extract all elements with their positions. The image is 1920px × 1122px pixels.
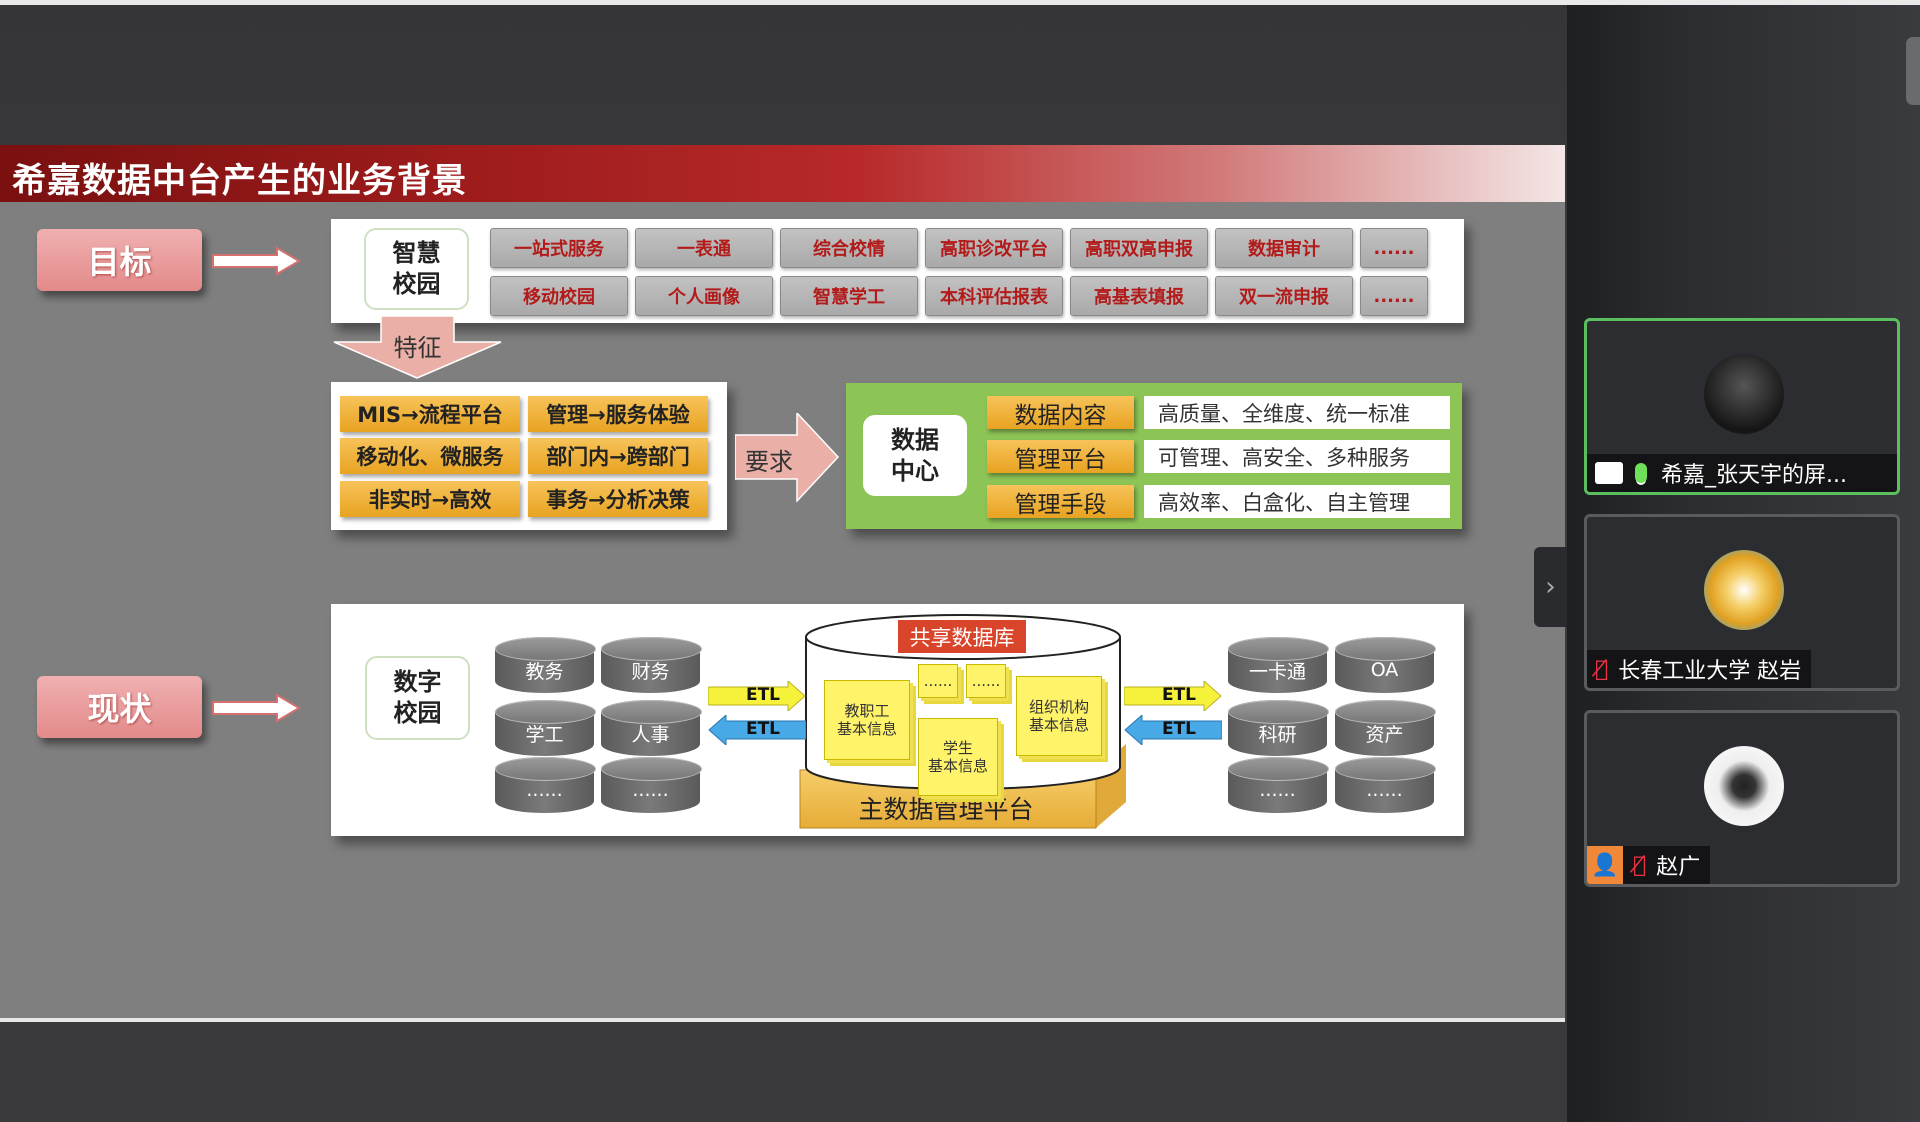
feature-item: 部门内→跨部门: [528, 438, 708, 474]
participant-tile[interactable]: 🎙̸ 长春工业大学 赵岩: [1584, 514, 1900, 691]
note-more: ......: [918, 664, 958, 698]
database-cylinder: ......: [601, 757, 702, 813]
etl-right-arrow-icon: [1124, 681, 1222, 711]
goal-item: 高基表填报: [1070, 276, 1208, 316]
goal-item: 数据审计: [1215, 228, 1353, 268]
database-cylinder: 教务: [495, 637, 596, 693]
requirement-value: 高质量、全维度、统一标准: [1144, 396, 1450, 429]
status-label: 现状: [37, 676, 202, 738]
database-cylinder: 财务: [601, 637, 702, 693]
goal-item: ......: [1360, 276, 1428, 316]
database-cylinder: 资产: [1335, 700, 1436, 756]
goal-item: ......: [1360, 228, 1428, 268]
participant-name: 长春工业大学 赵岩: [1618, 659, 1802, 684]
master-data-platform-label: 主数据管理平台: [858, 795, 1034, 824]
goal-item: 本科评估报表: [925, 276, 1063, 316]
scrollbar[interactable]: [1906, 37, 1920, 105]
etl-left-arrow-icon: [1124, 715, 1222, 745]
goal-item: 综合校情: [780, 228, 918, 268]
participant-name: 希嘉_张天宇的屏...: [1661, 463, 1847, 488]
database-cylinder: 一卡通: [1228, 637, 1329, 693]
requirement-label: 要求: [745, 448, 793, 476]
database-cylinder: ......: [1228, 757, 1329, 813]
database-cylinder: OA: [1335, 637, 1436, 693]
top-strip: [0, 0, 1920, 5]
note-staff-info: 教职工 基本信息: [824, 680, 910, 760]
user-icon: 👤: [1587, 846, 1623, 884]
microphone-active-icon: [1635, 463, 1647, 483]
avatar: [1704, 354, 1784, 434]
database-cylinder: 科研: [1228, 700, 1329, 756]
feature-item: 移动化、微服务: [340, 438, 520, 474]
etl-label: ETL: [1161, 719, 1197, 739]
feature-down-arrow-icon: [333, 316, 502, 379]
requirement-value: 高效率、白盒化、自主管理: [1144, 485, 1450, 518]
goal-item: 智慧学工: [780, 276, 918, 316]
database-cylinder: 人事: [601, 700, 702, 756]
goal-item: 一表通: [635, 228, 773, 268]
avatar: [1704, 746, 1784, 826]
etl-label: ETL: [1161, 685, 1197, 705]
digital-campus-box: 数字 校园: [365, 656, 470, 740]
etl-label: ETL: [745, 719, 781, 739]
goal-item: 高职双高申报: [1070, 228, 1208, 268]
database-cylinder: 学工: [495, 700, 596, 756]
note-org-info: 组织机构 基本信息: [1016, 676, 1102, 756]
participant-tile[interactable]: 希嘉_张天宇的屏...: [1584, 318, 1900, 495]
microphone-muted-icon: 🎙̸: [1633, 852, 1647, 878]
requirement-arrow-icon: [735, 413, 840, 502]
database-cylinder: ......: [495, 757, 596, 813]
requirement-value: 可管理、高安全、多种服务: [1144, 440, 1450, 473]
feature-item: 管理→服务体验: [528, 396, 708, 432]
goal-item: 个人画像: [635, 276, 773, 316]
feature-item: 事务→分析决策: [528, 481, 708, 517]
goal-item: 高职诊改平台: [925, 228, 1063, 268]
goal-item: 双一流申报: [1215, 276, 1353, 316]
data-center-box: 数据 中心: [863, 415, 967, 496]
chevron-right-icon: ›: [1545, 572, 1556, 602]
screen-share-icon: [1595, 462, 1623, 484]
goal-item: 一站式服务: [490, 228, 628, 268]
goal-label: 目标: [37, 229, 202, 291]
goal-item: 移动校园: [490, 276, 628, 316]
smart-campus-box: 智慧 校园: [364, 228, 469, 310]
note-more: ......: [966, 664, 1006, 698]
requirement-label: 数据内容: [987, 396, 1134, 429]
feature-item: 非实时→高效: [340, 481, 520, 517]
etl-right-arrow-icon: [708, 681, 806, 711]
participant-tile[interactable]: 👤 🎙̸ 赵广: [1584, 710, 1900, 887]
slide-title: 希嘉数据中台产生的业务背景: [0, 145, 1565, 202]
note-student-info: 学生 基本信息: [918, 718, 998, 796]
feature-item: MIS→流程平台: [340, 396, 520, 432]
right-arrow-icon: [212, 693, 301, 723]
database-cylinder: ......: [1335, 757, 1436, 813]
requirement-label: 管理平台: [987, 440, 1134, 473]
right-arrow-icon: [212, 246, 301, 276]
collapse-sidebar-button[interactable]: ›: [1534, 547, 1567, 627]
feature-label: 特征: [393, 334, 442, 362]
etl-label: ETL: [745, 685, 781, 705]
participant-name: 赵广: [1656, 855, 1701, 880]
requirement-label: 管理手段: [987, 485, 1134, 518]
avatar: [1704, 550, 1784, 630]
etl-left-arrow-icon: [708, 715, 806, 745]
shared-database-label: 共享数据库: [898, 620, 1026, 653]
microphone-muted-icon: 🎙̸: [1595, 656, 1609, 682]
